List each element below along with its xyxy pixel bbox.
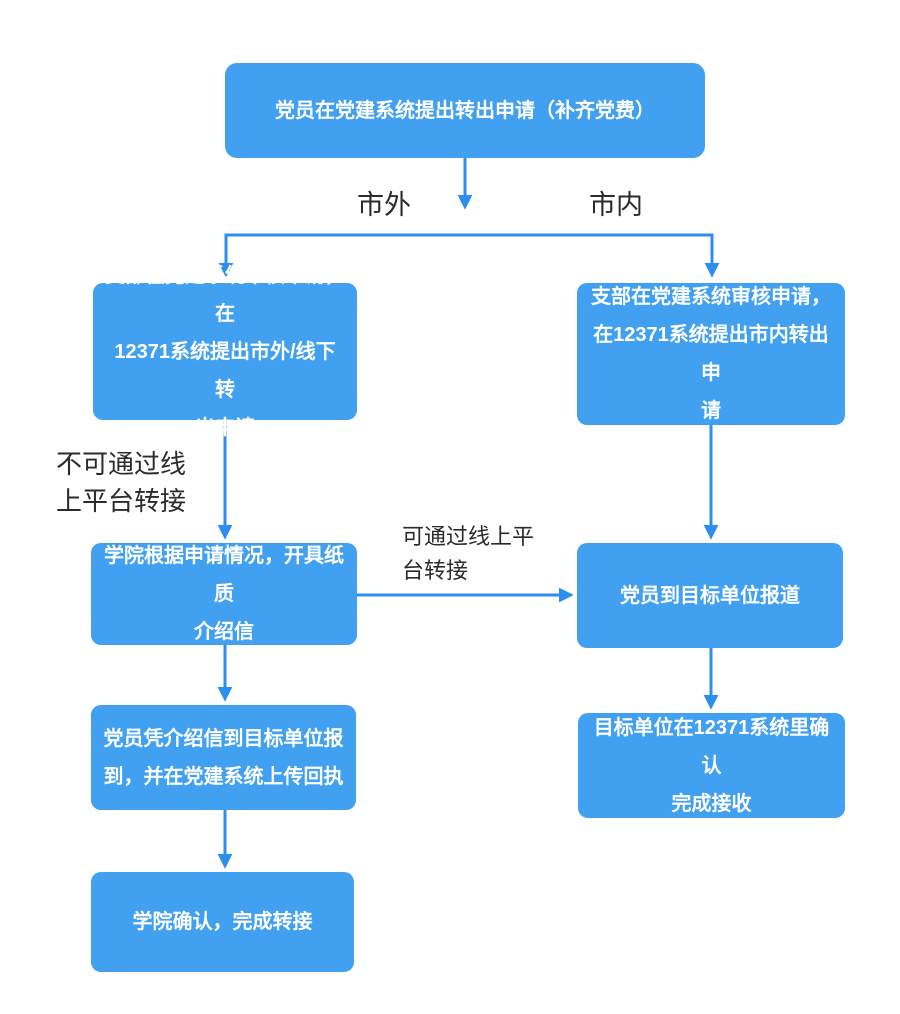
label-offline-transfer: 不可通过线 上平台转接 (56, 449, 187, 516)
node-college-confirm-complete: 学院确认，完成转接 (91, 872, 354, 972)
label-online-transfer: 可通过线上平 台转接 (402, 524, 535, 583)
node-target-unit-confirm-receive: 目标单位在12371系统里确认 完成接收 (578, 713, 845, 818)
node-branch-review-inside-city: 支部在党建系统审核申请， 在12371系统提出市内转出申 请 (577, 283, 845, 425)
node-member-report-with-letter-upload-receipt: 党员凭介绍信到目标单位报 到，并在党建系统上传回执 (91, 705, 356, 810)
label-inside-city: 市内 (589, 190, 643, 220)
node-college-issue-paper-letter: 学院根据申请情况，开具纸质 介绍信 (91, 543, 357, 645)
label-outside-city: 市外 (357, 190, 411, 220)
node-submit-application: 党员在党建系统提出转出申请（补齐党费） (225, 63, 705, 158)
node-member-report-target-unit: 党员到目标单位报道 (577, 543, 843, 648)
node-branch-review-outside-city: 支部在党建系统审核申请，在 12371系统提出市外/线下转 出申请 (93, 265, 357, 439)
